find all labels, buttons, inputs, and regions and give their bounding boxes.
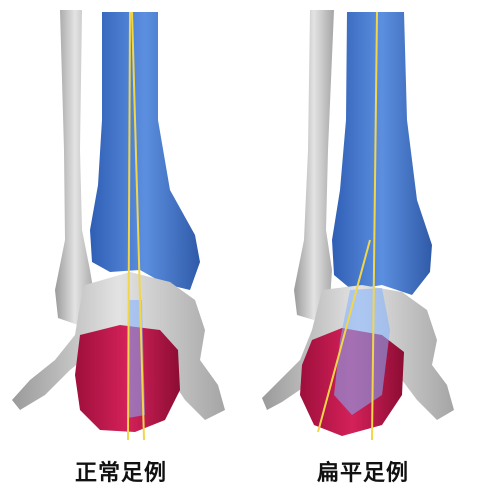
tibia [332, 12, 432, 295]
caption-normal: 正常足例 [0, 455, 242, 487]
fibula [55, 10, 95, 325]
panel-flatfoot: 扁平足例 [242, 0, 484, 495]
tibia [90, 12, 200, 290]
panel-normal: 正常足例 [0, 0, 242, 495]
caption-flatfoot: 扁平足例 [242, 455, 484, 487]
fibula [294, 10, 334, 320]
ankle-render-normal [0, 0, 242, 455]
ankle-render-flatfoot [242, 0, 484, 455]
